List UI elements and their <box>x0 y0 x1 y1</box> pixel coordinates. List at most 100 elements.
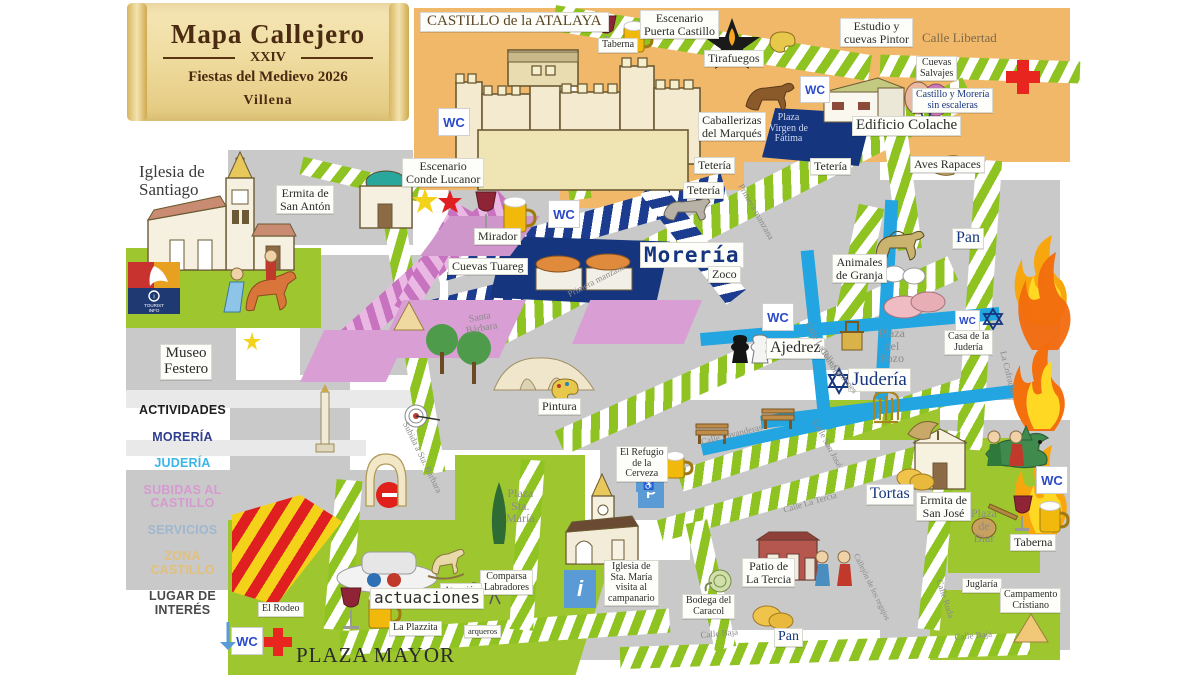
wc-label: WC <box>236 633 258 649</box>
road-h-2 <box>126 440 366 456</box>
tent-icon <box>393 300 425 331</box>
place-label-teteria-3: Tetería <box>694 157 736 174</box>
svg-text:i: i <box>153 295 154 301</box>
title-city: Villena <box>243 93 293 108</box>
title-subtitle: Fiestas del Medievo 2026 <box>188 69 348 85</box>
road-h-1 <box>126 390 426 408</box>
place-label-taberna-right: Taberna <box>1010 534 1057 551</box>
menorah-icon <box>872 390 900 424</box>
place-label-iglesia-sta-maria: Iglesia de Sta. María visita al campanar… <box>604 560 659 606</box>
cow-icon <box>875 230 925 261</box>
legend-item-lugar-interes[interactable]: LUGAR DE INTERÉS <box>149 589 216 617</box>
parking-label: P <box>645 484 656 502</box>
moon-star-icon <box>222 330 261 350</box>
title-main: Mapa Callejero <box>170 19 366 49</box>
first-aid-cross-icon-1 <box>1006 60 1040 94</box>
place-label-cuevas-salvajes: Cuevas Salvajes <box>916 56 958 81</box>
legend-item-zona-castillo[interactable]: ZONA CASTILLO <box>150 549 215 577</box>
tirafuegos-star-icon <box>704 18 760 69</box>
pig-icon <box>883 291 946 319</box>
place-label-campamento-cristiano: Campamento Cristiano <box>1000 588 1062 613</box>
star-of-david-icon-2 <box>982 307 1004 331</box>
title-rule-right <box>301 57 373 59</box>
place-label-arqueros: arqueros <box>464 625 502 638</box>
zone-title-juderia: Judería <box>848 368 911 392</box>
well-icon <box>840 321 864 351</box>
svg-text:TOURIST: TOURIST <box>144 303 164 308</box>
pink-zone-3 <box>572 300 702 344</box>
tourist-info-badge[interactable]: i TOURIST INFO <box>128 262 180 314</box>
star-red-icon <box>438 190 462 213</box>
block-grey-13 <box>126 470 241 590</box>
arch-icon <box>365 453 407 507</box>
rocking-horse-icon <box>427 549 465 580</box>
lute-icon <box>971 503 1019 539</box>
place-label-animales-granja: Animales de Granja <box>832 254 887 284</box>
first-aid-cross-icon-2 <box>264 628 292 656</box>
wc-label: WC <box>767 309 789 325</box>
ermita-san-anton-illustration <box>359 170 413 229</box>
eagle-icon-2 <box>907 421 939 440</box>
cypress-icon <box>491 482 507 544</box>
legend-item-subidas-castillo[interactable]: SUBIDAS AL CASTILLO <box>143 482 222 510</box>
place-label-pintura: Pintura <box>538 398 581 415</box>
wc-icon-1[interactable]: WC <box>438 108 470 136</box>
info-point-icon[interactable]: i <box>564 570 596 608</box>
info-label: i <box>576 576 584 601</box>
legend-item-juderia[interactable]: JUDERÍA <box>154 456 211 470</box>
place-label-teteria-1: Tetería <box>810 158 852 175</box>
title-rule-left <box>163 57 235 59</box>
wc-label: WC <box>805 82 825 97</box>
snail-icon <box>704 569 732 593</box>
place-label-escenario-puerta-castillo: Escenario Puerta Castillo <box>640 10 719 40</box>
carousel-icon <box>336 551 438 594</box>
wc-icon-7[interactable]: WC <box>231 627 263 655</box>
wc-icon-5[interactable]: WC <box>955 310 980 332</box>
place-label-plaza-pozo: Plaza del Pozo <box>879 326 905 366</box>
legend-item-moreria[interactable]: MORERÍA <box>152 429 213 444</box>
chess-pieces-icon <box>731 334 770 364</box>
place-label-estudio-cuevas-pintor: Estudio y cuevas Pintor <box>840 18 913 48</box>
tree-icon-1 <box>426 324 458 374</box>
cave-rocks-icon <box>493 357 595 391</box>
title-scroll: Mapa Callejero XXIV Fiestas del Medievo … <box>127 3 409 121</box>
star-of-david-icon <box>827 366 851 396</box>
svg-text:INFO: INFO <box>149 308 160 313</box>
place-label-cuevas-tuareg: Cuevas Tuareg <box>448 258 528 275</box>
market-stall-icon <box>535 253 633 291</box>
knight-horse-icon <box>223 249 297 313</box>
place-label-la-plazzita: La Plazzita <box>389 621 442 636</box>
place-label-bodega-caracol: Bodega del Caracol <box>682 594 736 619</box>
legend-item-actividades[interactable]: ACTIVIDADES <box>139 403 226 417</box>
zone-title-castillo-atalaya: CASTILLO de la ATALAYA <box>420 12 609 32</box>
legend-panel: ACTIVIDADES MORERÍA JUDERÍA SUBIDAS AL C… <box>130 403 235 630</box>
beer-cerveza-icon <box>665 451 694 479</box>
wc-icon-6[interactable]: WC <box>1036 466 1068 494</box>
place-label-tortas: Tortas <box>866 484 914 505</box>
place-label-casa-juderia: Casa de la Judería <box>944 330 994 355</box>
place-label-tirafuegos: Tirafuegos <box>704 50 764 67</box>
wc-icon-2[interactable]: WC <box>548 200 580 228</box>
wc-icon-4[interactable]: WC <box>762 303 794 331</box>
place-label-pan-1: Pan <box>952 228 984 249</box>
star-yellow-icon <box>412 188 438 213</box>
place-label-edificio-colache: Edificio Colache <box>852 116 962 136</box>
place-label-ermita-san-jose: Ermita de San José <box>916 492 971 522</box>
monument-icon <box>315 384 335 453</box>
place-label-castillo-moreria-sin-escaleras: Castillo y Morería sin escaleras <box>912 88 994 113</box>
legend-item-servicios[interactable]: SERVICIOS <box>147 522 218 537</box>
place-label-pan-2: Pan <box>774 628 803 647</box>
wc-label: WC <box>443 114 465 130</box>
place-label-zoco: Zoco <box>708 266 741 283</box>
stroller-icon: ♿ <box>636 478 662 492</box>
horse-icon <box>745 82 795 111</box>
wc-label: WC <box>1041 472 1063 488</box>
place-label-refugio-cerveza: El Refugio de la Cerveza <box>616 446 668 482</box>
place-label-mirador: Mirador <box>474 228 522 245</box>
bench-icon <box>695 423 729 444</box>
goat-icon <box>663 197 711 221</box>
wc-icon-3[interactable]: WC <box>800 76 830 103</box>
title-roman: XXIV <box>250 50 286 65</box>
place-label-el-rodeo: El Rodeo <box>258 602 304 617</box>
